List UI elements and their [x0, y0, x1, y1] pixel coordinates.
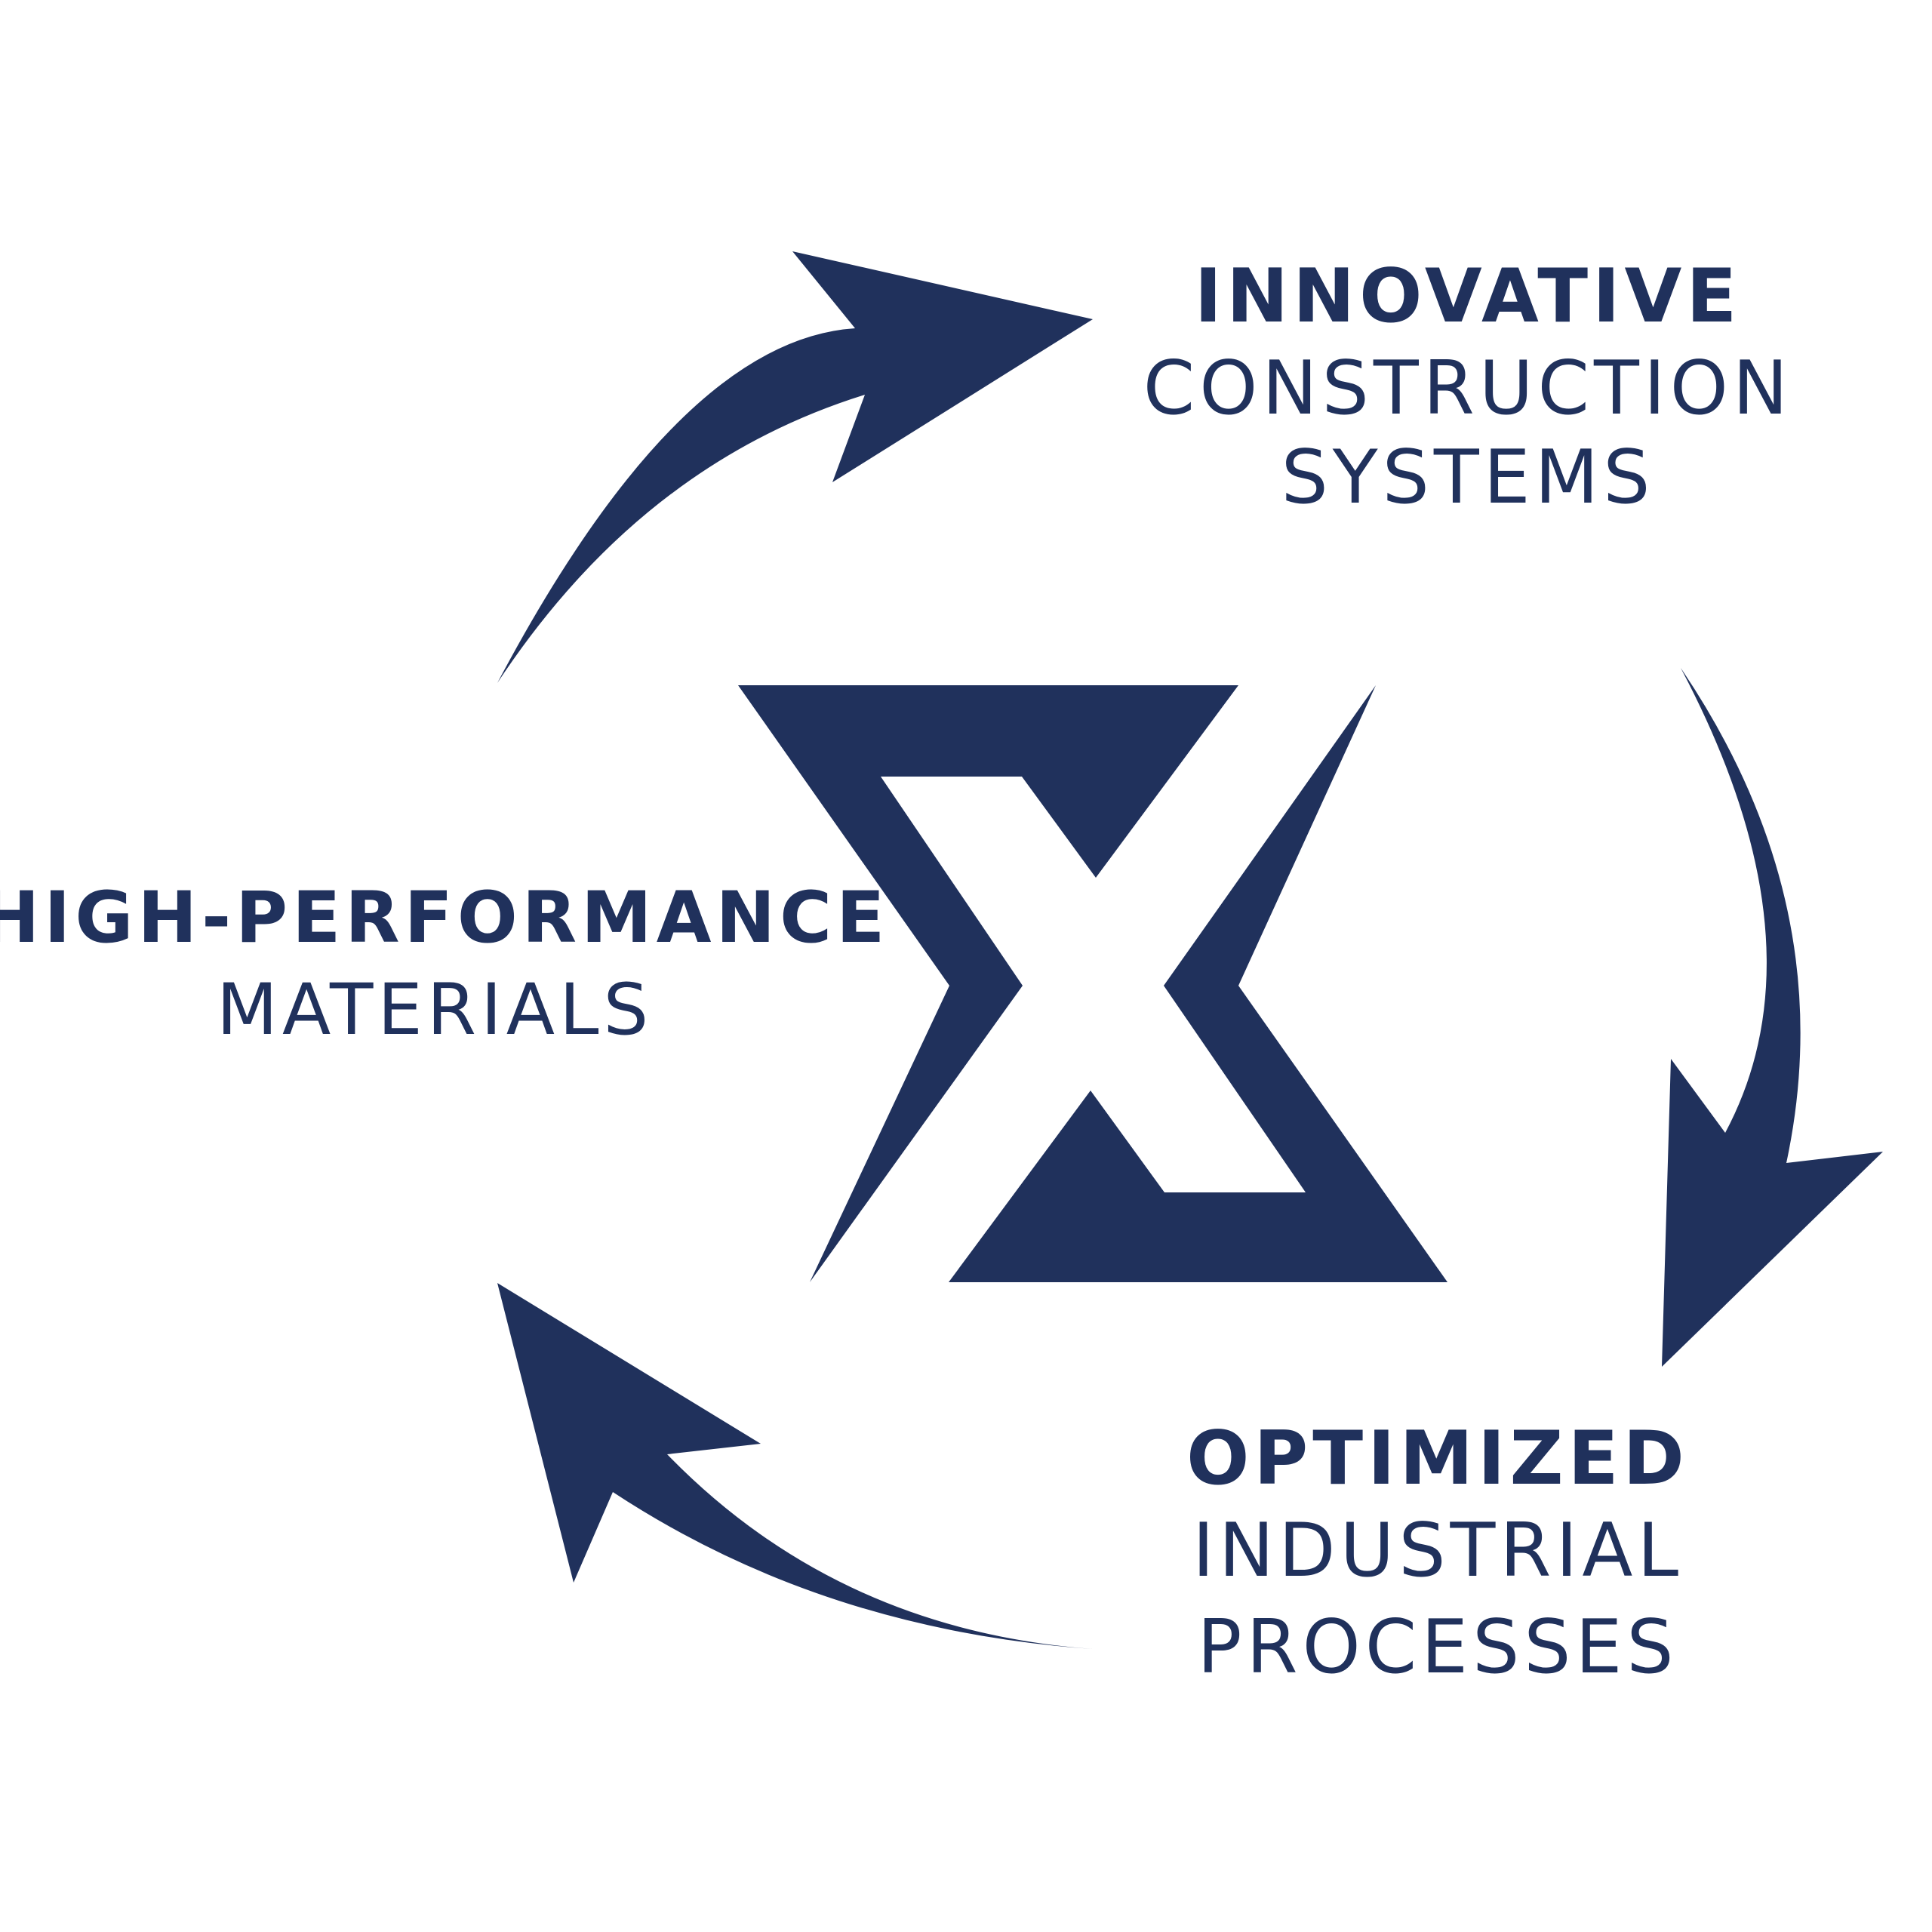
cycle-arrow-icon [497, 251, 1093, 683]
node-bold-label: OPTIMIZED [1186, 1416, 1689, 1502]
arrow-construction-to-processes [1662, 668, 1883, 1367]
cycle-arrow-icon [497, 1283, 1093, 1649]
node-sub-label: CONSTRUCTION [1143, 346, 1792, 432]
node-innovative: INNOVATIVE CONSTRUCTION SYSTEMS [1143, 254, 1792, 521]
node-sub-label: SYSTEMS [1281, 435, 1655, 521]
cycle-arrow-icon [1662, 668, 1883, 1367]
node-bold-label: HIGH-PERFORMANCE [0, 877, 889, 959]
sigma-hourglass-logo [738, 685, 1447, 1282]
node-optimized: OPTIMIZED INDUSTRIAL PROCESSES [1186, 1416, 1689, 1690]
node-sub-label: MATERIALS [217, 969, 653, 1051]
node-bold-label: INNOVATIVE [1195, 254, 1742, 340]
node-sub-label: PROCESSES [1197, 1604, 1678, 1690]
arrow-materials-to-construction [497, 251, 1093, 683]
node-high-performance: HIGH-PERFORMANCE MATERIALS [0, 877, 889, 1051]
logo-right-half [949, 685, 1447, 1282]
node-sub-label: INDUSTRIAL [1192, 1508, 1683, 1594]
arrow-processes-to-materials [497, 1283, 1093, 1649]
logo-left-half [738, 685, 1238, 1282]
